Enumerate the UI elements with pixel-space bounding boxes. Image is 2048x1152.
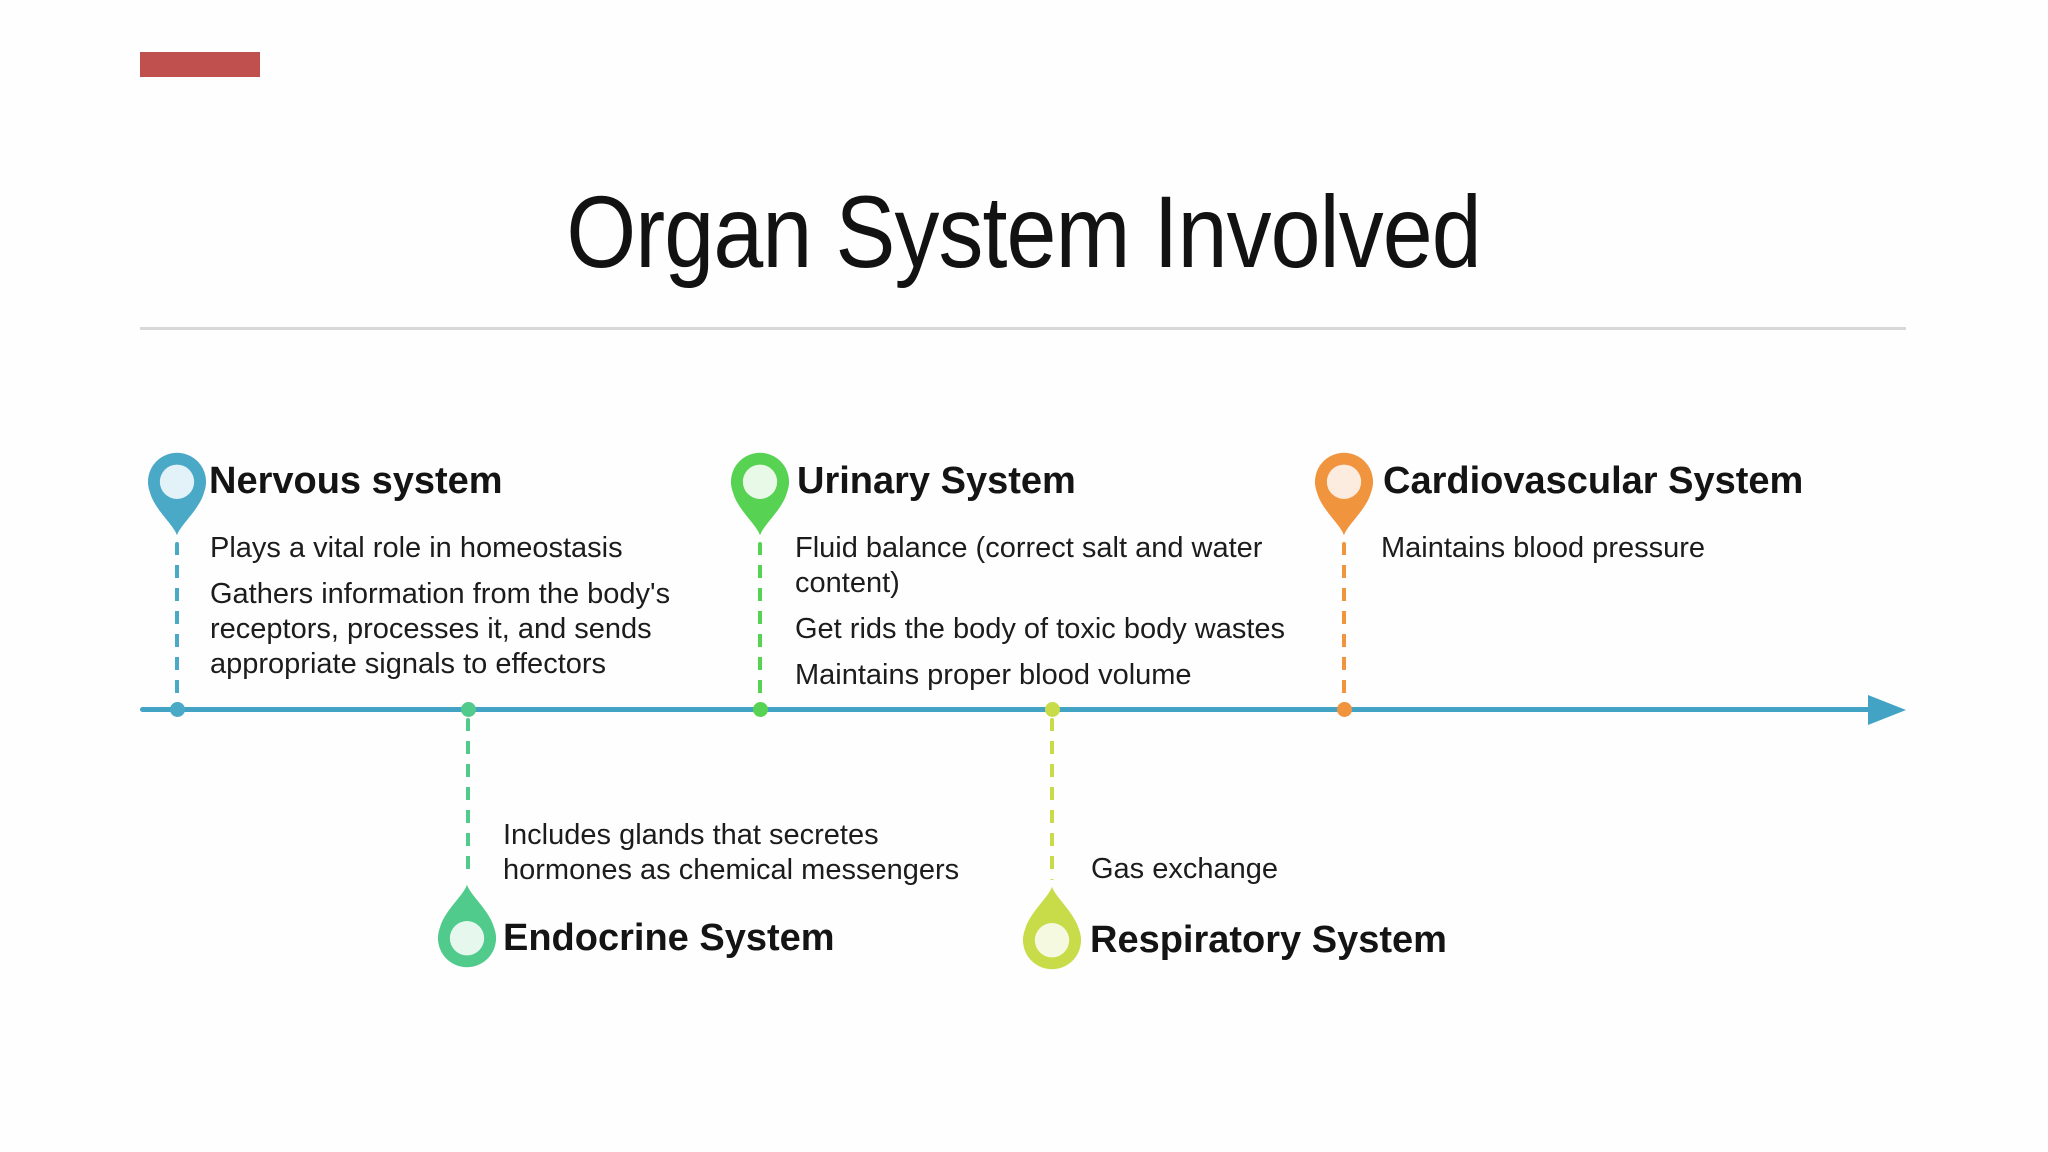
system-heading: Urinary System [797,460,1076,502]
system-point: Gathers information from the body's rece… [210,578,671,680]
timeline-dot [1045,702,1060,717]
system-points: Includes glands that secretes hormones a… [503,818,1063,888]
system-points: Gas exchange [1091,852,1591,887]
connector-dashed-line [758,542,762,702]
system-heading: Cardiovascular System [1383,460,1804,502]
timeline-dot [753,702,768,717]
system-heading: Endocrine System [503,917,835,959]
map-pin-icon [147,452,207,536]
system-point: Fluid balance (correct salt and water co… [795,532,1263,599]
connector-dashed-line [1342,542,1346,702]
system-point: Includes glands that secretes hormones a… [503,819,960,886]
system-heading: Nervous system [209,460,503,502]
connector-dashed-line [1050,718,1054,880]
system-point: Get rids the body of toxic body wastes [795,613,1286,645]
connector-dashed-line [466,718,470,878]
system-point: Maintains proper blood volume [795,659,1192,691]
connector-dashed-line [175,542,179,702]
system-points: Plays a vital role in homeostasis Gather… [210,531,790,682]
title-divider [140,327,1906,330]
accent-bar [140,52,260,77]
timeline-dot [461,702,476,717]
map-pin-icon [1022,886,1082,970]
map-pin-icon [730,452,790,536]
timeline-dot [1337,702,1352,717]
timeline-arrowhead-icon [1868,695,1906,725]
system-points: Fluid balance (correct salt and water co… [795,531,1355,693]
system-point: Plays a vital role in homeostasis [210,532,623,564]
system-point: Gas exchange [1091,853,1279,885]
timeline-axis [140,707,1876,712]
page-title: Organ System Involved [566,175,1482,289]
title-row: Organ System Involved [0,172,2048,292]
map-pin-icon [1314,452,1374,536]
map-pin-icon [437,884,497,968]
system-point: Maintains blood pressure [1381,532,1706,564]
system-points: Maintains blood pressure [1381,531,1941,566]
timeline-dot [170,702,185,717]
system-heading: Respiratory System [1090,919,1447,961]
